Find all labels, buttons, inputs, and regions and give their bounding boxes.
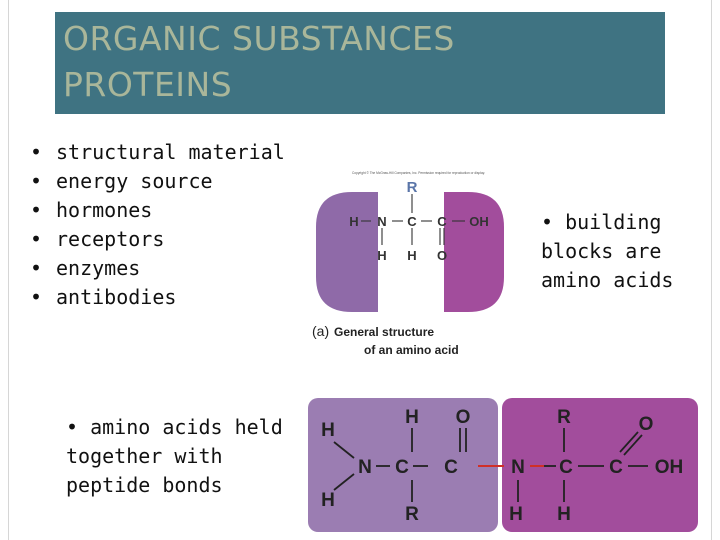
list-item: •energy source	[30, 167, 285, 196]
atom-r: R	[405, 504, 419, 525]
atom-h: H	[321, 420, 335, 441]
bullet-icon: •	[30, 256, 43, 280]
protein-functions-list: •structural material •energy source •hor…	[30, 138, 285, 312]
r-group-label: R	[407, 179, 418, 196]
atom-oh: OH	[655, 457, 684, 478]
atom-r: R	[557, 407, 571, 428]
atom-c: C	[609, 457, 623, 478]
bullet-icon: •	[30, 227, 43, 251]
bullet-icon: •	[30, 140, 43, 164]
title-line-1: ORGANIC SUBSTANCES	[63, 19, 455, 58]
list-item: •enzymes	[30, 254, 285, 283]
bullet-icon: •	[30, 169, 43, 193]
atom-c: C	[559, 457, 573, 478]
atom-o: O	[437, 248, 447, 263]
atom-h: H	[321, 490, 335, 511]
title-line-2: PROTEINS	[63, 65, 233, 104]
slide-frame	[8, 0, 712, 540]
atom-oh: OH	[469, 214, 489, 229]
atom-h: H	[377, 248, 386, 263]
copyright-notice: Copyright © The McGraw-Hill Companies, I…	[352, 171, 485, 175]
caption-line-2: of an amino acid	[364, 343, 459, 357]
list-item: •structural material	[30, 138, 285, 167]
amino-acid-structure-figure: Copyright © The McGraw-Hill Companies, I…	[312, 171, 504, 357]
amino-acid-1-region	[308, 398, 498, 532]
atom-c: C	[437, 214, 447, 229]
atom-o: O	[639, 414, 654, 435]
figure-label: (a)	[312, 323, 329, 339]
bullet-icon: •	[30, 285, 43, 309]
carboxyl-group-region	[444, 192, 504, 312]
title-banner: ORGANIC SUBSTANCES PROTEINS	[55, 12, 665, 114]
bullet-icon: •	[30, 198, 43, 222]
atom-c: C	[444, 457, 458, 478]
atom-c: C	[407, 214, 417, 229]
atom-c: C	[395, 457, 409, 478]
caption-line-1: General structure	[334, 325, 434, 339]
atom-n: N	[377, 214, 386, 229]
building-blocks-note: • building blocks are amino acids	[541, 210, 674, 292]
atom-n: N	[358, 457, 372, 478]
list-item: •receptors	[30, 225, 285, 254]
peptide-bonds-note: • amino acids held together with peptide…	[66, 415, 283, 497]
atom-h: H	[407, 248, 416, 263]
amino-acid-2-region	[502, 398, 698, 532]
atom-h: H	[509, 504, 523, 525]
atom-h: H	[349, 214, 358, 229]
atom-h: H	[405, 407, 419, 428]
atom-h: H	[557, 504, 571, 525]
list-item: •antibodies	[30, 283, 285, 312]
atom-o: O	[456, 407, 471, 428]
amino-group-region	[316, 192, 378, 312]
peptide-bond-figure: H H N H C R O C N H R C H C O OH	[308, 398, 698, 532]
atom-n: N	[511, 457, 525, 478]
list-item: •hormones	[30, 196, 285, 225]
